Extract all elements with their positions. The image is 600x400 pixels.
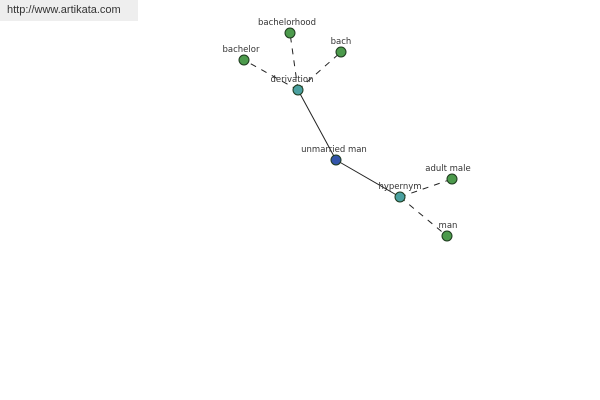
node-unmarried-man[interactable]: unmarried man (301, 145, 367, 166)
node-derivation[interactable]: derivation (270, 75, 314, 96)
edge-derivation-to-bachelorhood (289, 32, 299, 91)
edge-hypernym-to-adult-male (399, 178, 453, 198)
node-dot-bach[interactable] (335, 46, 347, 58)
node-dot-bachelor[interactable] (238, 54, 250, 66)
edge-derivation-to-bach (297, 51, 342, 91)
node-dot-bachelorhood[interactable] (284, 27, 296, 39)
node-dot-adult-male[interactable] (446, 173, 458, 185)
node-label-bachelor: bachelor (223, 45, 260, 55)
node-label-derivation: derivation (270, 75, 313, 85)
node-label-hypernym: hypernym (378, 182, 421, 192)
node-hypernym[interactable]: hypernym (378, 182, 422, 203)
edge-derivation-to-bachelor (243, 59, 299, 91)
node-dot-hypernym[interactable] (394, 191, 406, 203)
edge-hypernym-to-man (399, 196, 448, 237)
node-bachelor[interactable]: bachelor (223, 45, 260, 66)
node-dot-man[interactable] (441, 230, 453, 242)
node-label-man: man (439, 221, 458, 231)
node-label-unmarried-man: unmarried man (301, 145, 367, 155)
graph-nodes: unmarried man derivation hypernym bachelor b… (223, 18, 471, 242)
node-dot-derivation[interactable] (292, 84, 304, 96)
node-label-bach: bach (331, 37, 352, 47)
edge-unmarried-man-to-hypernym (335, 159, 401, 198)
node-dot-unmarried-man[interactable] (330, 154, 342, 166)
node-label-bachelorhood: bachelorhood (258, 18, 316, 28)
node-bachelorhood[interactable]: bachelorhood (258, 18, 316, 39)
graph-edges (243, 32, 453, 237)
node-bach[interactable]: bach (331, 37, 352, 58)
watermark-url: http://www.artikata.com (0, 0, 138, 21)
node-adult-male[interactable]: adult male (425, 164, 471, 185)
edge-unmarried-man-to-derivation (297, 89, 337, 161)
node-man[interactable]: man (439, 221, 458, 242)
node-label-adult-male: adult male (425, 164, 470, 174)
